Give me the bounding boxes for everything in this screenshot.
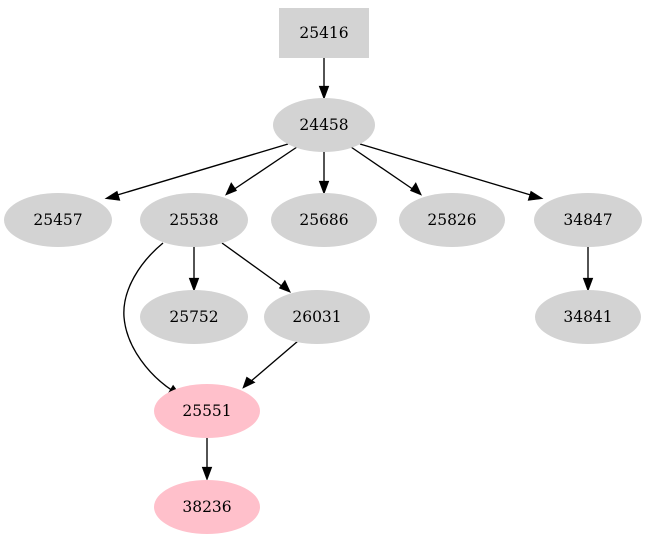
node-25686[interactable]: 25686: [271, 193, 377, 247]
node-25457[interactable]: 25457: [4, 193, 112, 247]
node-26031[interactable]: 26031: [264, 290, 370, 344]
edge-24458-to-25686: [318, 152, 330, 195]
arrowhead-icon: [188, 277, 200, 292]
edge-24458-to-25826: [350, 146, 422, 196]
node-38236[interactable]: 38236: [154, 480, 260, 534]
node-shape-ellipse[interactable]: [535, 290, 641, 344]
edge-line: [123, 242, 174, 392]
arrowhead-icon: [582, 277, 594, 292]
edge-25416-to-24458: [318, 58, 330, 100]
node-shape-box[interactable]: [279, 8, 369, 58]
arrowhead-icon: [318, 85, 330, 100]
node-24458[interactable]: 24458: [273, 98, 375, 152]
arrowhead-icon: [278, 279, 291, 293]
arrowhead-icon: [527, 190, 544, 201]
edge-24458-to-25457: [104, 143, 289, 201]
edge-line: [113, 143, 289, 197]
node-shape-ellipse[interactable]: [399, 193, 505, 247]
node-shape-ellipse[interactable]: [140, 193, 248, 247]
node-34841[interactable]: 34841: [535, 290, 641, 344]
node-25538[interactable]: 25538: [140, 193, 248, 247]
edge-24458-to-25538: [225, 146, 298, 196]
edge-26031-to-25551: [242, 340, 299, 389]
node-25551[interactable]: 25551: [154, 384, 260, 438]
edge-25551-to-38236: [201, 438, 213, 481]
node-shape-ellipse[interactable]: [271, 193, 377, 247]
edge-34847-to-34841: [582, 247, 594, 292]
edge-line: [249, 340, 299, 383]
edge-line: [221, 242, 284, 288]
node-shape-ellipse[interactable]: [140, 290, 248, 344]
node-25826[interactable]: 25826: [399, 193, 505, 247]
edge-line: [359, 143, 535, 197]
edge-layer: [104, 58, 594, 481]
node-shape-ellipse[interactable]: [154, 480, 260, 534]
node-shape-ellipse[interactable]: [534, 193, 642, 247]
node-25752[interactable]: 25752: [140, 290, 248, 344]
arrowhead-icon: [318, 180, 330, 195]
arrowhead-icon: [104, 190, 121, 201]
arrowhead-icon: [409, 182, 422, 196]
edge-24458-to-34847: [359, 143, 544, 201]
edge-25538-to-25752: [188, 247, 200, 292]
node-shape-ellipse[interactable]: [154, 384, 260, 438]
arrowhead-icon: [242, 376, 256, 389]
node-25416[interactable]: 25416: [279, 8, 369, 58]
node-shape-ellipse[interactable]: [4, 193, 112, 247]
node-34847[interactable]: 34847: [534, 193, 642, 247]
edge-line: [232, 146, 298, 191]
node-shape-ellipse[interactable]: [273, 98, 375, 152]
arrowhead-icon: [225, 182, 238, 196]
edge-line: [350, 146, 415, 191]
arrowhead-icon: [201, 466, 213, 481]
edge-25538-to-26031: [221, 242, 291, 293]
node-shape-ellipse[interactable]: [264, 290, 370, 344]
